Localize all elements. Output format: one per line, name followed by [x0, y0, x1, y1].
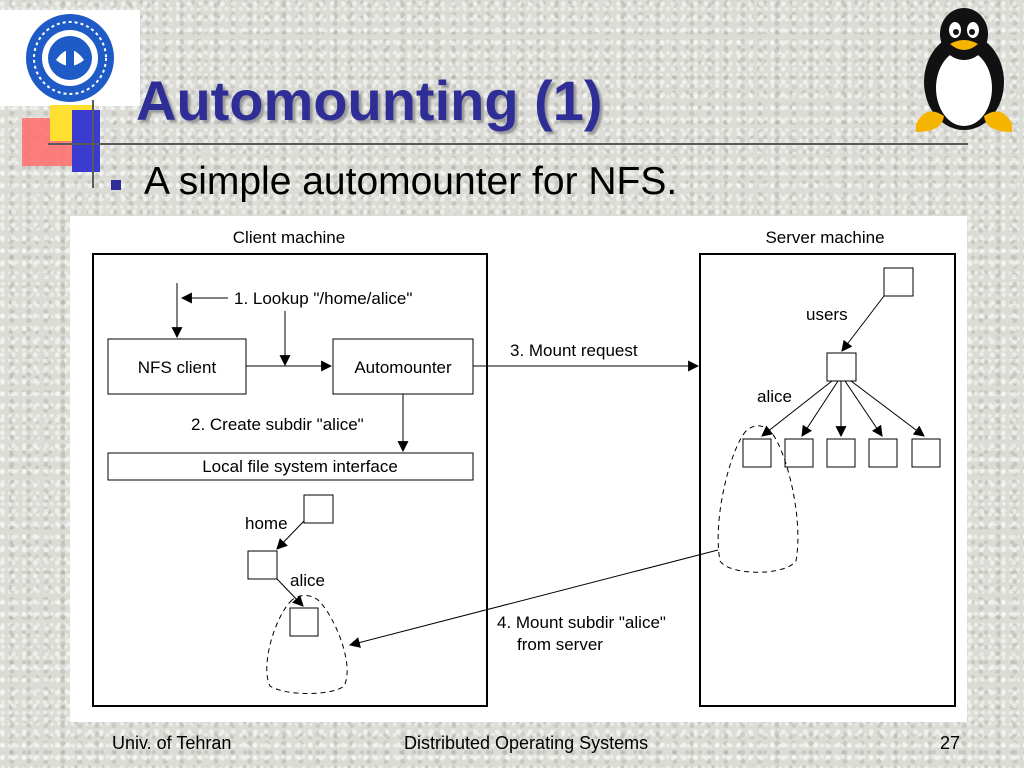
- step3-label: 3. Mount request: [510, 341, 638, 360]
- university-logo-icon: [26, 14, 114, 102]
- users-to-child2-arrow: [801, 380, 839, 437]
- server-child-dir-5: [911, 438, 941, 468]
- users-to-child5-arrow: [850, 380, 925, 437]
- footer-page-number: 27: [940, 733, 961, 753]
- server-users-dir: [826, 352, 857, 382]
- local-fs-interface-label: Local file system interface: [202, 457, 398, 476]
- step1-label: 1. Lookup "/home/alice": [234, 289, 412, 308]
- users-to-alice-arrow: [761, 380, 833, 437]
- bullet-square-icon: [111, 180, 121, 190]
- root-to-users-arrow: [841, 295, 885, 352]
- decor-blue-block: [72, 110, 100, 172]
- server-alice-dir: [742, 438, 772, 468]
- automounter-label: Automounter: [354, 358, 452, 377]
- nfs-client-box: [107, 338, 247, 395]
- client-home-dir: [247, 550, 278, 580]
- mount-subdir-arrow: [348, 549, 719, 648]
- footer-course: Distributed Operating Systems: [404, 733, 649, 753]
- decor-horizontal-line: [48, 143, 968, 145]
- client-root-dir: [303, 494, 334, 524]
- server-machine-label: Server machine: [765, 228, 884, 247]
- client-alice-label: alice: [290, 571, 325, 590]
- server-machine-box: [699, 253, 956, 707]
- step4-label-line2: from server: [517, 635, 603, 654]
- client-machine-label: Client machine: [233, 228, 345, 247]
- server-child-dir-3: [826, 438, 856, 468]
- server-users-label: users: [806, 305, 848, 324]
- server-child-dir-2: [784, 438, 814, 468]
- server-root-dir: [883, 267, 914, 297]
- slide-title: Automounting (1): [136, 69, 603, 132]
- local-fs-interface-box: [107, 452, 474, 481]
- automounter-diagram: Client machine Server machine NFS client…: [70, 216, 967, 722]
- step4-label-line1: 4. Mount subdir "alice": [497, 613, 666, 632]
- university-logo: [0, 10, 140, 106]
- nfs-client-label: NFS client: [138, 358, 217, 377]
- bullet-text: A simple automounter for NFS.: [144, 160, 678, 203]
- server-alice-outline: [717, 425, 799, 573]
- home-to-alice-arrow: [276, 578, 304, 607]
- client-alice-dir: [289, 607, 319, 637]
- users-to-child4-arrow: [844, 380, 883, 437]
- step2-label: 2. Create subdir "alice": [191, 415, 364, 434]
- client-home-label: home: [245, 514, 288, 533]
- server-child-dir-4: [868, 438, 898, 468]
- client-mount-outline: [266, 595, 348, 694]
- linux-penguin-icon: [916, 8, 1012, 132]
- server-alice-label: alice: [757, 387, 792, 406]
- automounter-box: [332, 338, 474, 395]
- footer-university: Univ. of Tehran: [112, 733, 232, 753]
- root-to-home-arrow: [276, 520, 305, 550]
- client-machine-box: [92, 253, 488, 707]
